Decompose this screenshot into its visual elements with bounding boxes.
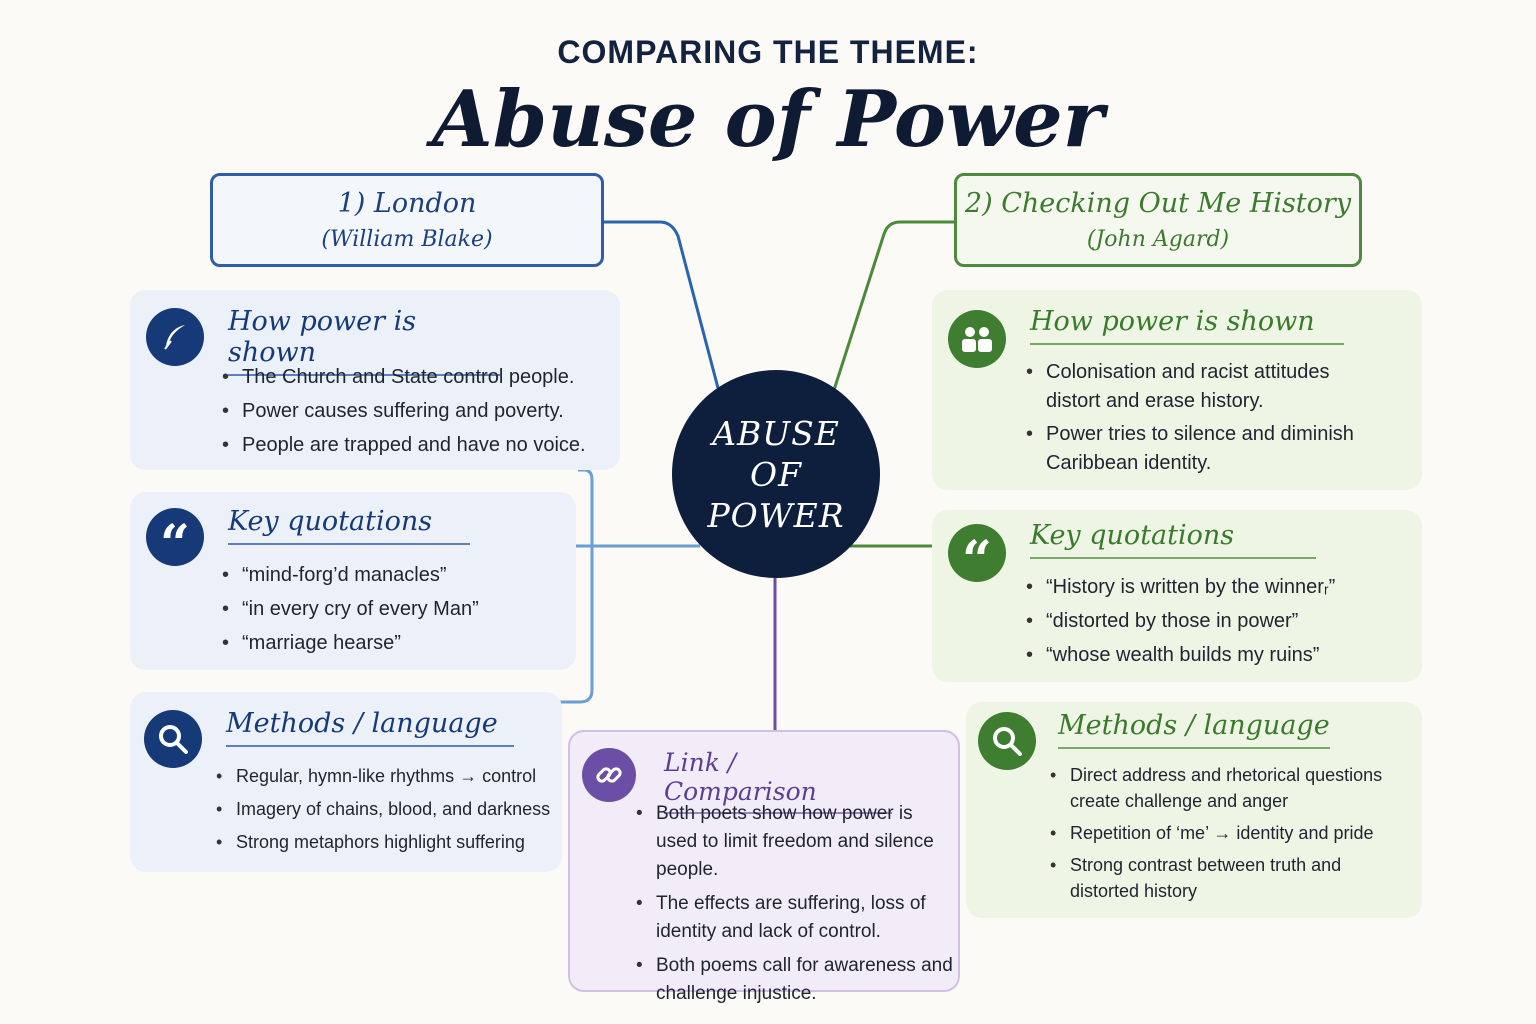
page-title: Abuse of Power: [432, 74, 1104, 165]
london-methods-card: Methods / language Regular, hymn-like rh…: [130, 692, 562, 872]
chain-link-icon: [582, 748, 636, 802]
poem-title-london: 1) London: [337, 188, 477, 219]
agard-methods-card: Methods / language Direct address and rh…: [966, 702, 1422, 918]
list-item: Imagery of chains, blood, and darkness: [216, 793, 556, 826]
list-item: “mind-forg’d manacles”: [222, 558, 562, 592]
connector-london-bracket: [560, 468, 594, 704]
list-item: The effects are suffering, loss of ident…: [636, 890, 956, 946]
central-node-line: ABUSE: [712, 413, 840, 453]
comparison-card: Link / Comparison Both poets show how po…: [568, 730, 960, 1004]
central-node: ABUSE OF POWER: [672, 370, 880, 578]
list-item: Repetition of ‘me’ → identity and pride: [1050, 820, 1410, 846]
agard-power-list: Colonisation and racist attitudes distor…: [1026, 358, 1386, 478]
list-item: Both poems call for awareness and challe…: [636, 952, 956, 1008]
agard-methods-heading: Methods / language: [1058, 710, 1330, 749]
poem-box-agard: 2) Checking Out Me History (John Agard): [954, 173, 1362, 267]
people-icon: [948, 310, 1006, 368]
list-item: “whose wealth builds my ruins”: [1026, 638, 1406, 672]
london-power-list: The Church and State control people. Pow…: [222, 360, 612, 462]
list-item: Regular, hymn-like rhythms → control: [216, 760, 556, 793]
list-item: Strong contrast between truth and distor…: [1050, 852, 1410, 904]
quotation-marks-icon: “: [146, 508, 204, 571]
list-item: Direct address and rhetorical questions …: [1050, 762, 1410, 814]
quotation-marks-icon: “: [948, 524, 1006, 587]
london-quotes-list: “mind-forg’d manacles” “in every cry of …: [222, 558, 562, 660]
list-item: Power causes suffering and poverty.: [222, 394, 612, 428]
list-item: Both poets show how power is used to lim…: [636, 800, 956, 884]
quill-icon: [146, 308, 204, 366]
list-item: The Church and State control people.: [222, 360, 612, 394]
agard-power-heading: How power is shown: [1030, 306, 1344, 345]
poem-author-london: (William Blake): [321, 227, 493, 252]
central-node-line: POWER: [707, 495, 845, 535]
agard-quotes-heading: Key quotations: [1030, 520, 1316, 559]
agard-power-card: How power is shown Colonisation and raci…: [932, 290, 1422, 490]
agard-methods-list: Direct address and rhetorical questions …: [1050, 762, 1410, 904]
list-item: People are trapped and have no voice.: [222, 428, 612, 462]
agard-quotes-card: “ Key quotations “History is written by …: [932, 510, 1422, 682]
comparison-list: Both poets show how power is used to lim…: [636, 800, 956, 1008]
list-item: Colonisation and racist attitudes distor…: [1026, 358, 1386, 416]
list-item: “History is written by the winnerᵣ”: [1026, 570, 1406, 604]
poem-box-london: 1) London (William Blake): [210, 173, 604, 267]
connector-london: [604, 220, 720, 389]
london-methods-heading: Methods / language: [226, 708, 514, 747]
list-item: “distorted by those in power”: [1026, 604, 1406, 638]
list-item: “in every cry of every Man”: [222, 592, 562, 626]
london-power-card: How power is shown The Church and State …: [130, 290, 620, 470]
page-subtitle: COMPARING THE THEME:: [557, 34, 979, 70]
poem-author-agard: (John Agard): [1086, 227, 1230, 252]
poem-title-agard: 2) Checking Out Me History: [964, 188, 1352, 219]
london-methods-list: Regular, hymn-like rhythms → control Ima…: [216, 760, 556, 859]
list-item: Strong metaphors highlight suffering: [216, 826, 556, 859]
london-quotes-heading: Key quotations: [228, 506, 470, 545]
magnifier-icon: [144, 710, 202, 768]
list-item: Power tries to silence and diminish Cari…: [1026, 420, 1386, 478]
list-item: “marriage hearse”: [222, 626, 562, 660]
magnifier-icon: [978, 712, 1036, 770]
london-quotes-card: “ Key quotations “mind-forg’d manacles” …: [130, 492, 576, 670]
central-node-line: OF: [750, 454, 802, 494]
connector-agard: [832, 220, 954, 391]
agard-quotes-list: “History is written by the winnerᵣ” “dis…: [1026, 570, 1406, 672]
